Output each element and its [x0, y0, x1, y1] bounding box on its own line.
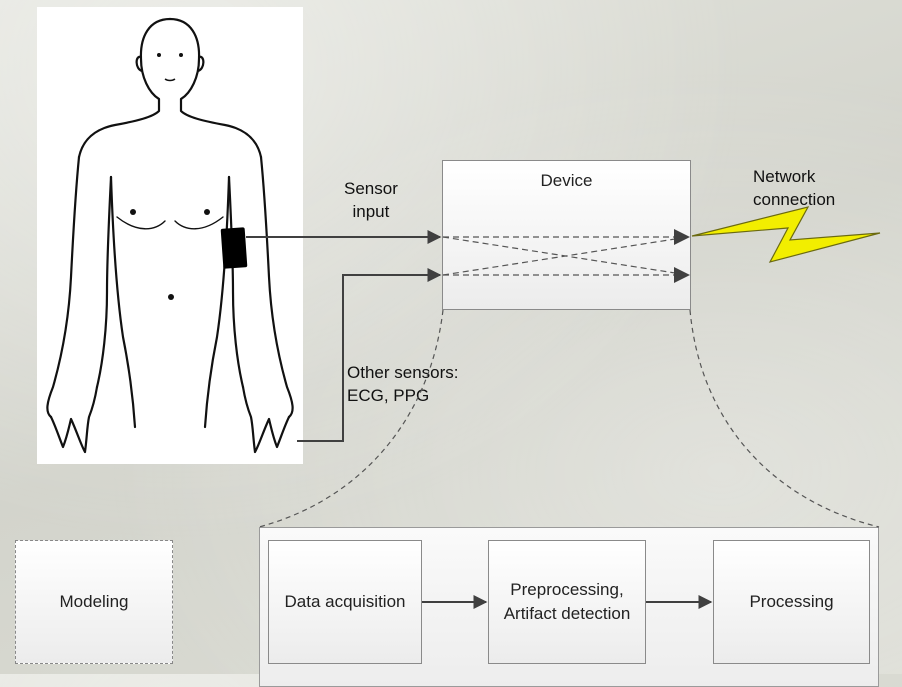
- zoom-guide-left: [259, 310, 443, 527]
- lightning-bolt-icon: [692, 207, 880, 262]
- zoom-guide-right: [690, 310, 879, 527]
- device-output-arrowhead: [674, 229, 690, 245]
- other-sensors-arrow: [297, 275, 440, 441]
- device-output-arrowhead: [674, 267, 690, 283]
